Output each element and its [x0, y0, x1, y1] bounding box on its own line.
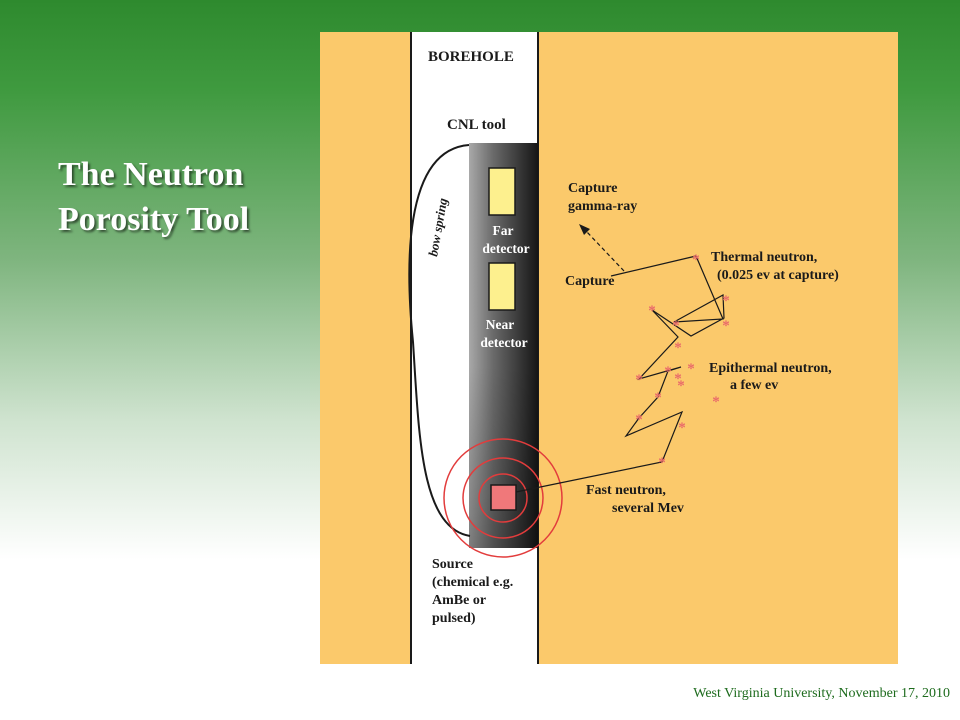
collision-star: *: [648, 303, 656, 319]
collision-star: *: [677, 378, 685, 394]
fast-neutron-label-1: Fast neutron,: [586, 483, 666, 498]
source-label-2: (chemical e.g.: [432, 575, 513, 590]
source-label-1: Source: [432, 557, 473, 572]
far-detector-label-1: Far: [493, 223, 514, 238]
capture-gamma-label-2: gamma-ray: [568, 199, 637, 214]
collision-star: *: [712, 394, 720, 410]
footer-attribution: West Virginia University, November 17, 2…: [693, 686, 950, 701]
near-detector: [488, 262, 516, 311]
collision-star: *: [687, 361, 695, 377]
collision-star: *: [674, 340, 682, 356]
collision-star: *: [672, 318, 680, 334]
bow-spring: [408, 144, 471, 537]
capture-label: Capture: [565, 274, 615, 289]
epithermal-neutron-label-1: Epithermal neutron,: [709, 361, 832, 376]
collision-star: *: [722, 293, 730, 309]
borehole-label: BOREHOLE: [428, 49, 514, 65]
collision-star: *: [635, 412, 643, 428]
collision-star: *: [664, 364, 672, 380]
collision-star: *: [658, 455, 666, 471]
collision-star: *: [722, 318, 730, 334]
slide-title-line-1: The Neutron: [58, 156, 244, 193]
neutron-source: [490, 484, 517, 511]
capture-gamma-ray-arrowhead: [579, 224, 590, 235]
tool-label: CNL tool: [447, 117, 506, 133]
near-detector-label-1: Near: [486, 317, 514, 332]
epithermal-neutron-label-2: a few ev: [730, 378, 778, 393]
collision-star: *: [692, 252, 700, 268]
source-ring-inner: [478, 473, 528, 523]
collision-star: *: [678, 420, 686, 436]
fast-neutron-label-2: several Mev: [612, 501, 684, 516]
collision-stars: * * * * * * * * * * * * * * * *: [635, 252, 730, 471]
source-ring-outer: [443, 438, 563, 558]
source-ring-middle: [462, 457, 544, 539]
diagram-svg: BOREHOLE CNL tool bow spring Far detecto…: [320, 32, 898, 664]
near-detector-label-2: detector: [480, 335, 527, 350]
collision-star: *: [654, 390, 662, 406]
formation-background: [320, 32, 898, 664]
thermal-neutron-label-2: (0.025 ev at capture): [717, 268, 839, 283]
collision-star: *: [674, 371, 682, 387]
far-detector-label-2: detector: [482, 241, 529, 256]
collision-star: *: [635, 372, 643, 388]
neutron-path: [515, 255, 725, 493]
slide-title-line-2: Porosity Tool: [58, 201, 250, 238]
slide-title: The Neutron Porosity Tool: [58, 152, 308, 242]
source-label-3: AmBe or: [432, 593, 486, 608]
thermal-neutron-label-1: Thermal neutron,: [711, 250, 817, 265]
capture-gamma-label-1: Capture: [568, 181, 618, 196]
capture-gamma-ray-path: [585, 230, 625, 272]
far-detector: [488, 167, 516, 216]
neutron-tool-diagram: BOREHOLE CNL tool bow spring Far detecto…: [320, 32, 898, 664]
source-label-4: pulsed): [432, 611, 476, 626]
